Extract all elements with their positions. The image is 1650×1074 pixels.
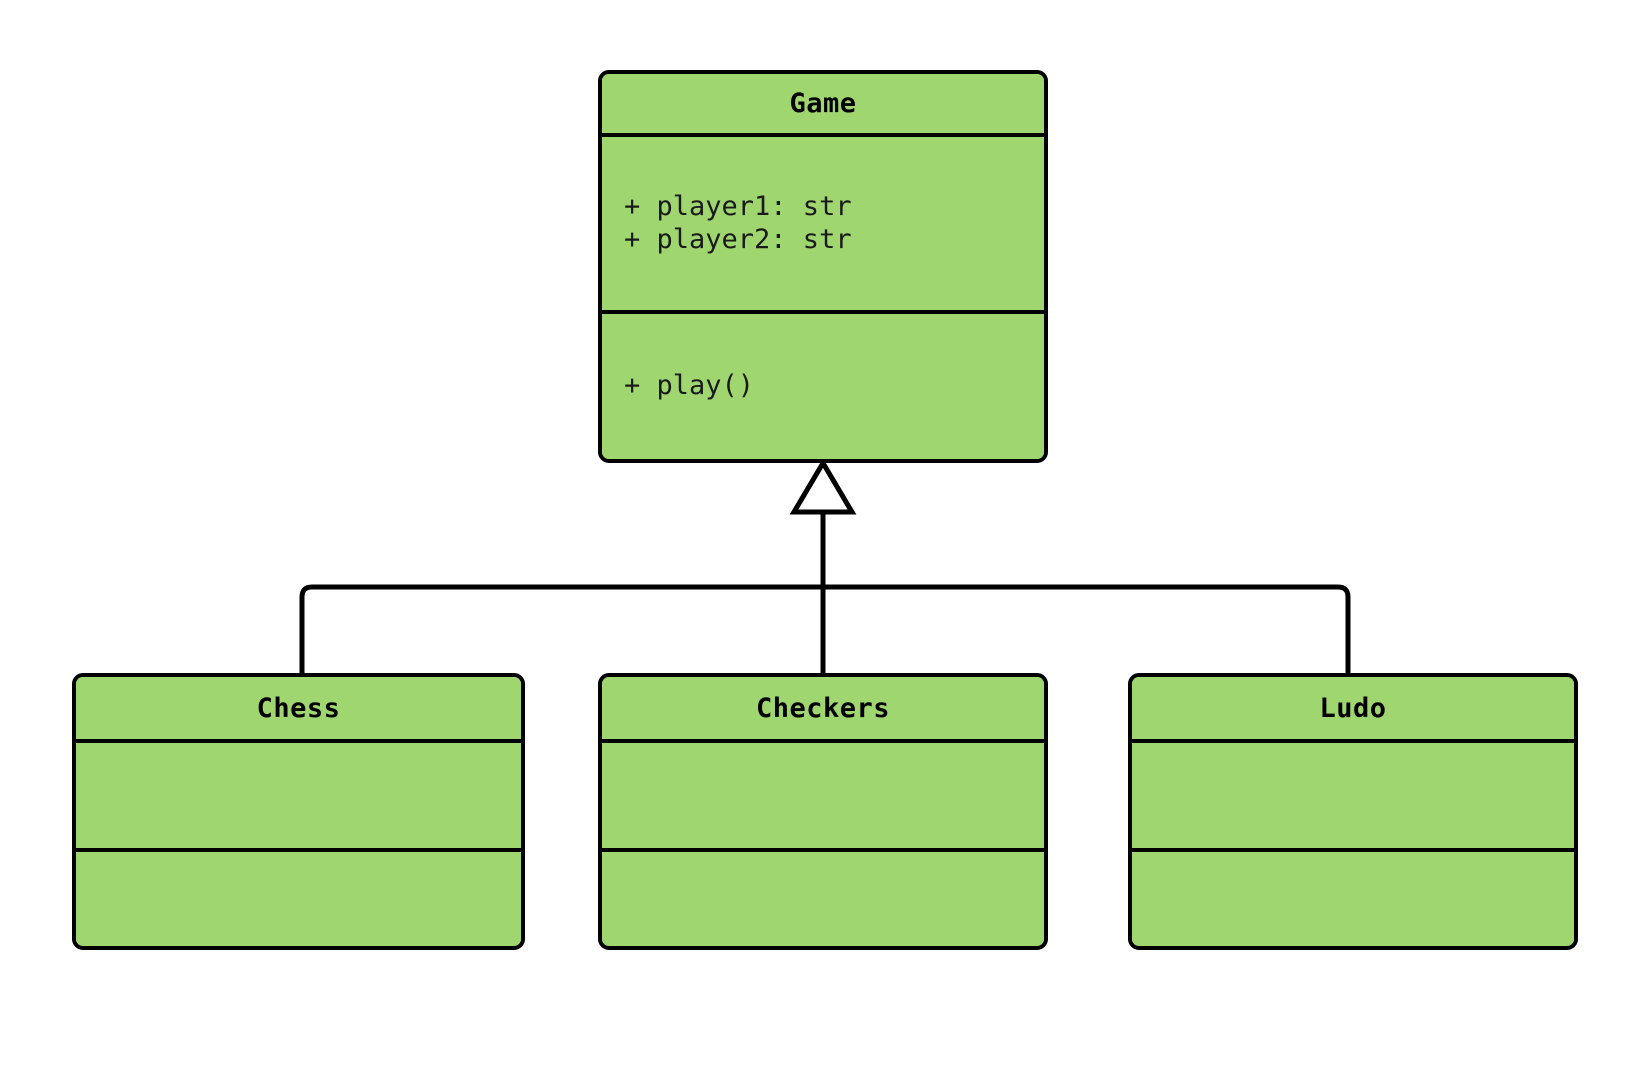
class-name-compartment-checkers: Checkers [602, 677, 1044, 743]
class-methods-compartment-chess [76, 852, 521, 942]
class-box-checkers[interactable]: Checkers [598, 673, 1048, 950]
class-methods-compartment-game: + play() [602, 314, 1044, 459]
class-attribute-item: + player1: str [624, 191, 852, 223]
class-name-ludo: Ludo [1319, 692, 1387, 724]
class-box-chess[interactable]: Chess [72, 673, 525, 950]
class-attribute-item: + player2: str [624, 223, 852, 255]
class-methods-compartment-checkers [602, 852, 1044, 942]
class-name-chess: Chess [256, 692, 341, 724]
inheritance-triangle-icon [789, 458, 857, 515]
class-methods-compartment-ludo [1132, 852, 1574, 942]
class-attributes-compartment-chess [76, 743, 521, 852]
class-name-compartment-chess: Chess [76, 677, 521, 743]
class-attributes-compartment-checkers [602, 743, 1044, 852]
class-name-game: Game [789, 88, 857, 119]
class-attributes-compartment-game: + player1: str + player2: str [602, 137, 1044, 314]
edge-bus-horizontal [299, 584, 1351, 673]
class-attributes-compartment-ludo [1132, 743, 1574, 852]
class-name-compartment-game: Game [602, 74, 1044, 137]
class-name-checkers: Checkers [755, 692, 891, 724]
class-method-item: + play() [624, 370, 755, 402]
class-box-game[interactable]: Game + player1: str + player2: str + pla… [598, 70, 1048, 463]
class-name-compartment-ludo: Ludo [1132, 677, 1574, 743]
class-box-ludo[interactable]: Ludo [1128, 673, 1578, 950]
